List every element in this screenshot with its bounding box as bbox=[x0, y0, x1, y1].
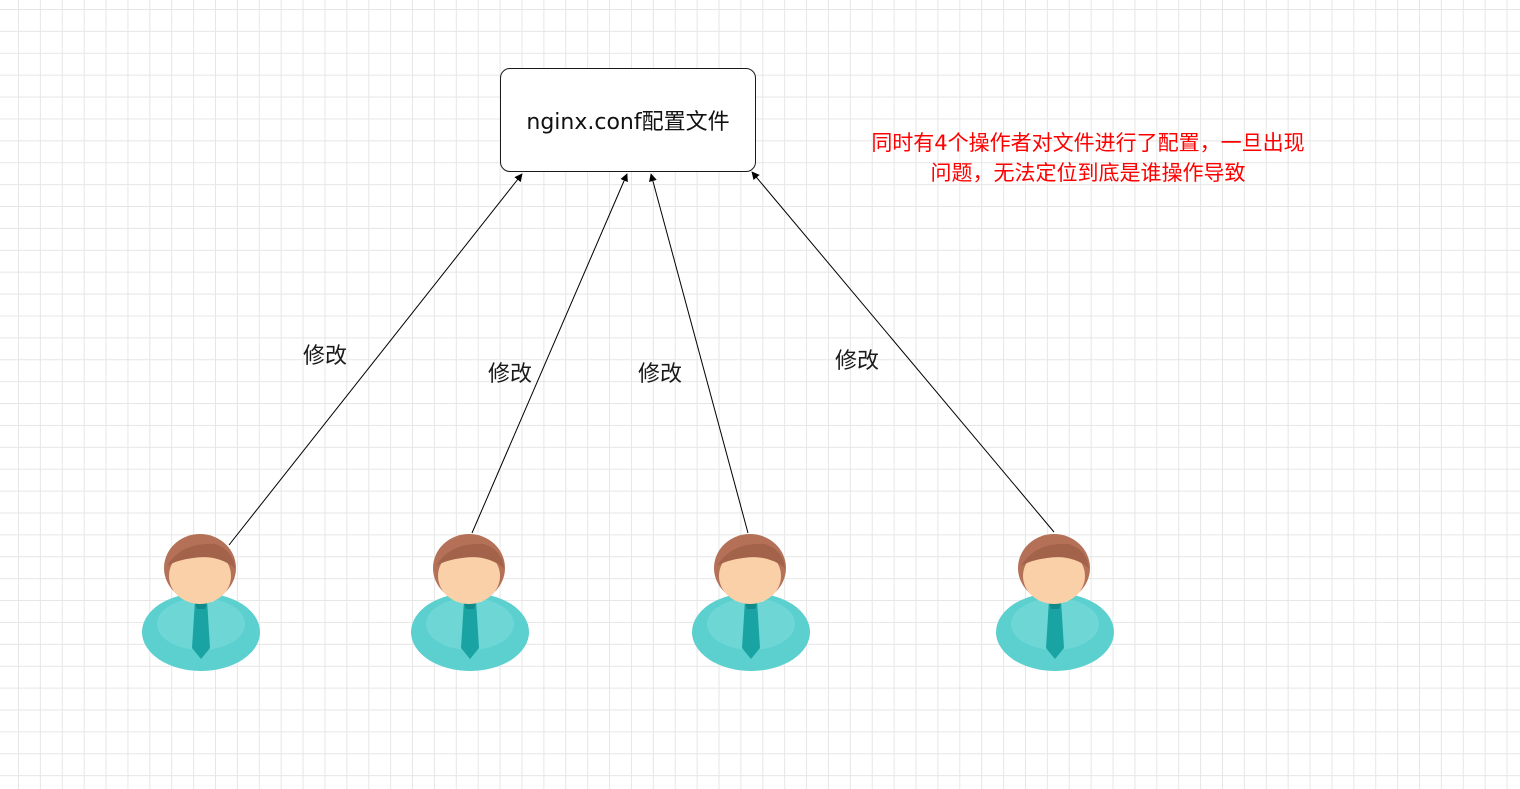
edge-label-3: 修改 bbox=[638, 362, 683, 387]
edge-label-2: 修改 bbox=[488, 362, 533, 387]
arrow-2 bbox=[471, 173, 628, 534]
nginx-config-box[interactable]: nginx.conf配置文件 bbox=[500, 68, 756, 172]
arrow-3 bbox=[649, 173, 749, 534]
arrow-1 bbox=[228, 173, 523, 546]
edge-label-1: 修改 bbox=[303, 344, 348, 369]
person-icon[interactable] bbox=[408, 528, 532, 674]
person-icon[interactable] bbox=[993, 528, 1117, 674]
person-icon[interactable] bbox=[139, 528, 263, 674]
edge-label-4: 修改 bbox=[835, 349, 880, 374]
arrow-4 bbox=[751, 171, 1055, 533]
config-box-label: nginx.conf配置文件 bbox=[526, 110, 730, 135]
annotation-note: 同时有4个操作者对文件进行了配置，一旦出现问题，无法定位到底是谁操作导致 bbox=[871, 131, 1305, 185]
person-icon[interactable] bbox=[689, 528, 813, 674]
